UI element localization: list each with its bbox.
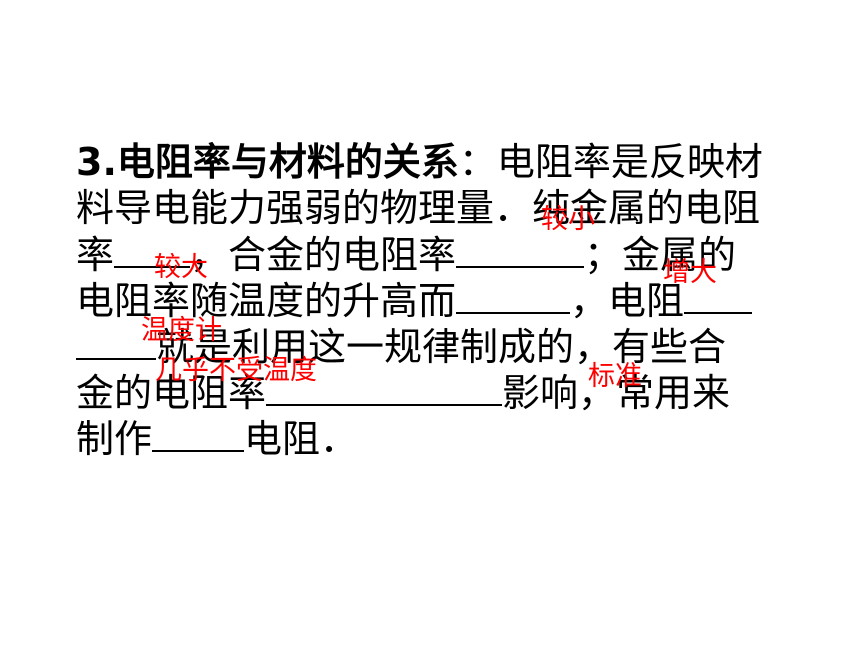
question-line-1: 3.电阻率与材料的关系：电阻率是反映材 [76,140,763,184]
question-line-5: 就是利用这一规律制成的，有些合 [76,324,727,369]
question-text: 电阻率是反映材 [496,140,763,184]
answer-1: 较小 [541,204,595,235]
question-line-2: 料导电能力强弱的物理量．纯金属的电阻 [76,186,760,230]
fill-blank-4b [76,324,156,360]
question-text: 影响，常用来 [502,371,731,415]
question-line-3: 率 ，合金的电阻率 ；金属的 [76,232,737,277]
fill-blank-5 [266,370,503,406]
question-number: 3. [76,140,117,184]
answer-6: 标准 [588,361,642,392]
answer-3: 增大 [663,257,717,288]
question-text: 就是利用这一规律制成的，有些合 [156,325,727,369]
question-text: 电阻． [244,417,359,461]
fill-blank-4a [684,278,753,314]
question-text: 制作 [76,417,153,461]
question-text: 电阻率随温度的升高而 [76,279,457,323]
fill-blank-2 [456,232,585,268]
question-text: 金的电阻率 [76,371,267,415]
fill-blank-3 [456,278,571,314]
question-line-7: 制作 电阻． [76,416,359,461]
answer-2: 较大 [154,252,208,283]
question-line-6: 金的电阻率 影响，常用来 [76,370,731,415]
question-text: ，合金的电阻率 [190,233,457,277]
question-line-4: 电阻率随温度的升高而 ，电阻 [76,278,753,323]
heading-colon: ： [458,140,497,184]
question-text: 率 [76,233,115,277]
question-text: ；金属的 [584,233,737,277]
question-text: ，电阻 [570,279,685,323]
fill-blank-6 [152,416,245,452]
answer-5: 几乎不受温度 [155,355,317,386]
question-heading: 电阻率与材料的关系 [116,140,459,184]
question-text: 料导电能力强弱的物理量．纯金属的电阻 [76,186,761,230]
answer-4: 温度计 [141,315,222,346]
fill-blank-1 [114,232,191,268]
